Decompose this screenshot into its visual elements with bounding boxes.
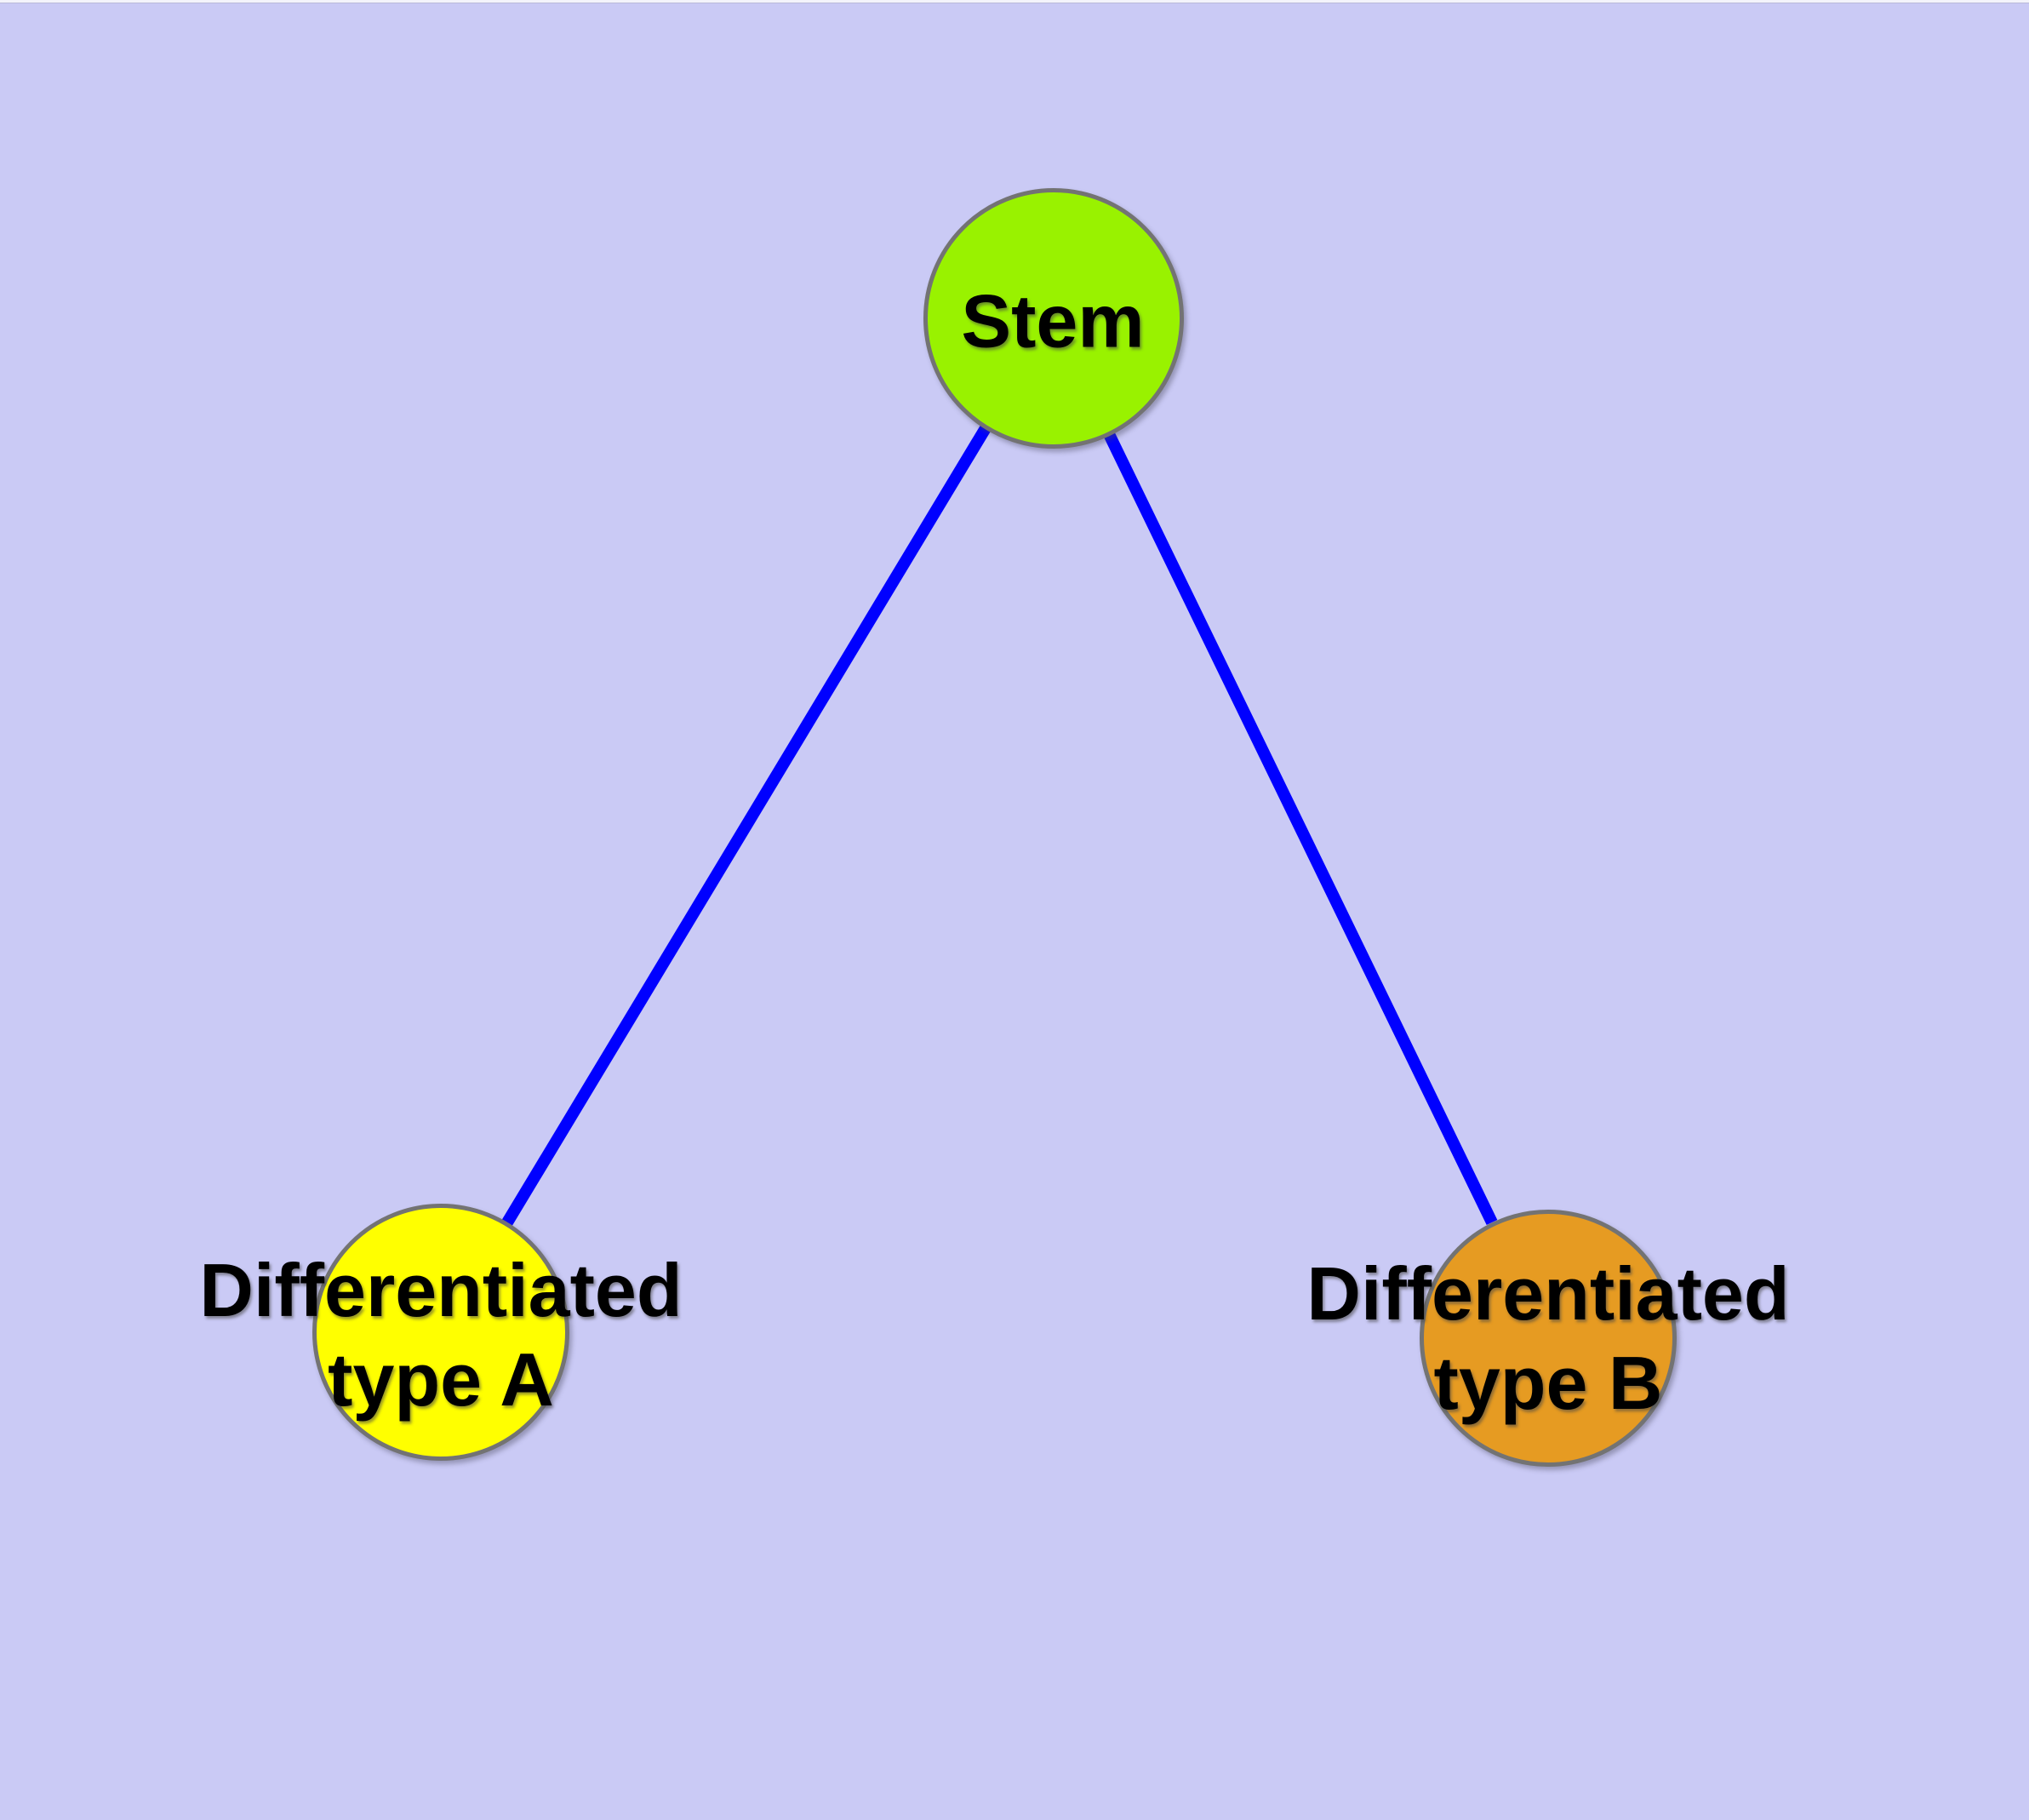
- node-stem: [923, 188, 1184, 449]
- node-differentiated-type-b: [1420, 1210, 1677, 1467]
- edge-stem-to-type-a: [502, 425, 991, 1226]
- edge-stem-to-type-b: [1103, 431, 1498, 1226]
- node-differentiated-type-a: [312, 1204, 569, 1461]
- top-edge-strip: [0, 0, 2029, 3]
